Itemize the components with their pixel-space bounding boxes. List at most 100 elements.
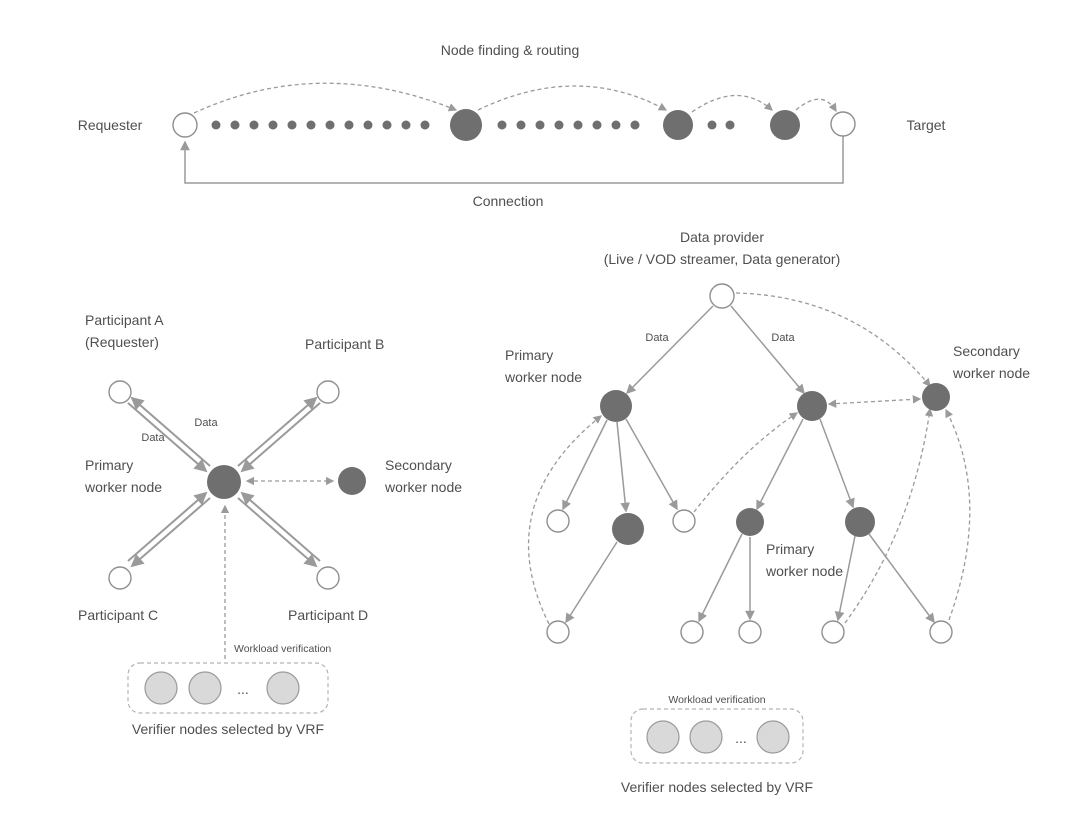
data-label: Data [645,332,669,344]
leaf-node [546,509,570,533]
participant-d-node [316,566,340,590]
data-arrow-to-participant-a [130,396,211,467]
distribution-arrow [698,533,743,623]
worker-node-mid-left [612,513,644,545]
worker-node-right [797,391,827,421]
data-label: Data [194,417,218,429]
data-arrow-to-participant-b [237,396,318,467]
relay-dot [725,120,735,130]
leaf-node [546,620,570,644]
data-arrow-provider-right [730,305,805,395]
relay-dot [287,120,297,130]
data-provider-node [709,283,735,309]
distribution-arrow [562,419,608,511]
workload-verification-label: Workload verification [234,643,331,655]
relay-dot [573,120,583,130]
target-label: Target [907,117,946,133]
tree-topology-diagram: Data provider (Live / VOD streamer, Data… [504,229,1030,795]
feedback-arrow [844,407,934,624]
connection-arrow [180,136,844,184]
relay-dot [363,120,373,130]
routing-hop-arrow [477,85,668,111]
data-arrow-from-participant-a [127,402,208,473]
data-arrow-to-participant-c [130,497,211,568]
verifier-ellipsis: ... [735,730,747,746]
primary-worker-mid-label-line1: Primary [766,541,814,557]
verifier-node [756,720,790,754]
feedback-arrow [945,408,971,621]
leaf-node [738,620,762,644]
primary-worker-node-mid [736,508,764,536]
primary-worker-node [207,465,241,499]
relay-dot [535,120,545,130]
data-arrow-to-participant-d [237,497,318,568]
verifier-node [266,671,300,705]
distribution-arrow [625,418,678,511]
primary-worker-mid-label-line2: worker node [765,563,843,579]
relay-dot [382,120,392,130]
primary-worker-label-line2: worker node [84,479,162,495]
node-finding-routing-diagram: Node finding & routing [78,42,946,209]
requester-label: Requester [78,117,143,133]
data-arrow-from-participant-c [127,491,208,562]
connection-label: Connection [473,193,544,209]
primary-worker-top-label-line2: worker node [504,369,582,385]
relay-dot [211,120,221,130]
relay-dot [344,120,354,130]
participant-b-label: Participant B [305,336,384,352]
secondary-worker-label-line1: Secondary [385,457,452,473]
routing-hop-arrow [193,82,458,114]
participant-d-label: Participant D [288,607,368,623]
relay-dot [268,120,278,130]
requester-node [172,112,198,138]
secondary-link-arrow [827,395,922,408]
routing-node-1 [450,109,482,141]
secondary-worker-label-line2: worker node [952,365,1030,381]
relay-dot [611,120,621,130]
relay-dot [554,120,564,130]
secondary-worker-label-line2: worker node [384,479,462,495]
leaf-node [672,509,696,533]
data-provider-sublabel: (Live / VOD streamer, Data generator) [604,251,841,267]
verifier-box [127,662,329,714]
primary-worker-top-label-line1: Primary [505,347,553,363]
data-provider-label: Data provider [680,229,764,245]
secondary-worker-node [922,383,950,411]
data-label: Data [141,432,165,444]
verifier-node [144,671,178,705]
routing-hop-arrow [691,94,773,113]
relay-dot [592,120,602,130]
relay-dot [516,120,526,130]
relay-dot [707,120,717,130]
participant-c-label: Participant C [78,607,158,623]
relay-dot [249,120,259,130]
secondary-worker-label-line1: Secondary [953,343,1020,359]
participant-b-node [316,380,340,404]
routing-hop-arrow [795,98,837,113]
star-topology-diagram: Participant A (Requester) Participant B … [78,312,462,737]
relay-dot [306,120,316,130]
data-label: Data [771,332,795,344]
worker-node-mid-right [845,507,875,537]
verifier-box [630,708,804,764]
relay-dot [630,120,640,130]
relay-dot [401,120,411,130]
primary-worker-label-line1: Primary [85,457,133,473]
data-arrow-from-participant-b [240,402,321,473]
distribution-arrow [868,533,935,624]
participant-c-node [108,566,132,590]
distribution-arrow [834,535,856,622]
routing-node-2 [663,110,693,140]
feedback-arrow [528,415,602,625]
provider-secondary-arrow [735,292,931,387]
primary-worker-node-top [600,390,632,422]
verifier-node [689,720,723,754]
secondary-worker-node [338,467,366,495]
distribution-arrow [565,541,618,624]
verifier-node [646,720,680,754]
leaf-node [821,620,845,644]
leaf-node [929,620,953,644]
verifier-node [188,671,222,705]
